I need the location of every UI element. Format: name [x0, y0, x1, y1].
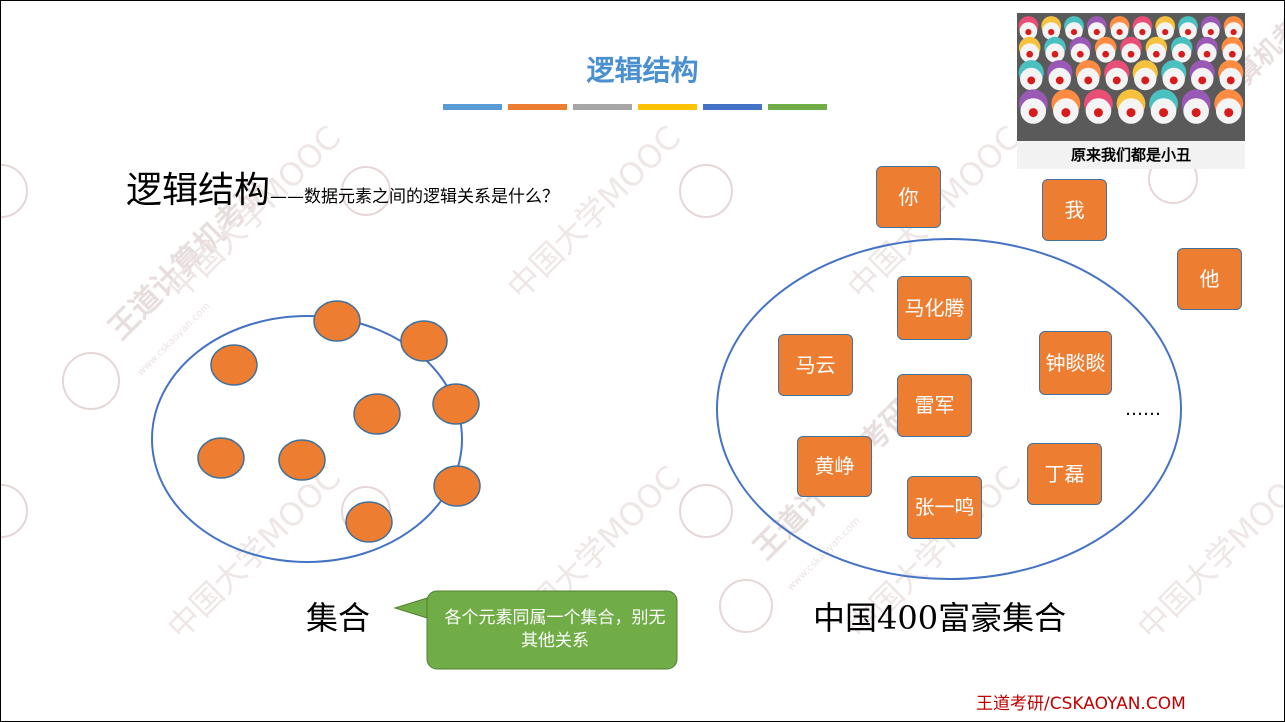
clown-nose-icon	[1076, 50, 1084, 58]
clown-nose-icon	[1178, 50, 1186, 58]
watermark-seal-icon	[679, 484, 733, 538]
person-box-outside: 我	[1042, 179, 1107, 241]
footer-brand: 王道考研/CSKAOYAN.COM	[976, 694, 1186, 714]
heading-main: 逻辑结构	[126, 170, 271, 211]
clown-nose-icon	[1025, 29, 1032, 36]
watermark-seal-icon	[719, 579, 773, 633]
person-box-outside: 他	[1177, 248, 1242, 310]
clown-nose-icon	[1093, 108, 1103, 118]
clown-nose-icon	[1224, 108, 1234, 118]
rich-set-ellipse	[716, 238, 1182, 580]
watermark-seal-icon	[1, 484, 28, 538]
clown-nose-icon	[1048, 29, 1055, 36]
clown-nose-icon	[1184, 29, 1192, 36]
clown-nose-icon	[1228, 50, 1236, 58]
set-element-dot	[210, 344, 258, 386]
clown-nose-icon	[1230, 29, 1237, 36]
accent-bar	[638, 104, 697, 110]
accent-bar	[703, 104, 762, 110]
clown-nose-icon	[1191, 108, 1201, 118]
callout-pointer	[393, 597, 428, 619]
clown-nose-icon	[1152, 50, 1160, 58]
set-element-dot	[353, 393, 401, 435]
clown-nose-icon	[1084, 76, 1093, 85]
person-name: 钟睒睒	[1045, 350, 1106, 375]
slide-title: 逻辑结构	[586, 54, 699, 87]
clown-nose-icon	[1026, 50, 1034, 58]
accent-bar	[443, 104, 502, 110]
person-box-inside: 马云	[778, 334, 853, 396]
clown-nose-icon	[1070, 29, 1078, 36]
clown-nose-icon	[1093, 29, 1100, 36]
clown-nose-icon	[1159, 108, 1169, 118]
heading-sub: ——数据元素之间的逻辑关系是什么？	[270, 187, 560, 207]
watermark-seal-icon	[679, 164, 733, 218]
person-box-inside: 雷军	[897, 374, 972, 437]
set-element-dot	[278, 439, 326, 481]
accent-bar	[768, 104, 827, 110]
watermark-seal-icon	[1, 164, 28, 218]
person-box-inside: 丁磊	[1027, 443, 1102, 505]
clown-nose-icon	[1061, 108, 1071, 118]
callout-text: 各个元素同属一个集合，别无其他关系	[444, 608, 666, 651]
clown-nose-icon	[1112, 76, 1121, 85]
watermark-seal-icon	[62, 352, 120, 410]
person-name: 马化腾	[904, 295, 965, 320]
callout-box	[426, 590, 678, 670]
clown-nose-icon	[1055, 76, 1064, 85]
set-element-dot	[432, 383, 480, 425]
clown-meme-image: 原来我们都是小丑	[1017, 13, 1245, 169]
person-box-inside: 马化腾	[897, 276, 972, 340]
clown-nose-icon	[1169, 76, 1178, 85]
person-box-inside: 钟睒睒	[1039, 331, 1112, 395]
clown-nose-icon	[1139, 29, 1146, 36]
clown-nose-icon	[1027, 76, 1036, 85]
accent-bar	[573, 104, 632, 110]
section-heading: 逻辑结构——数据元素之间的逻辑关系是什么？	[126, 161, 559, 213]
clown-nose-icon	[1051, 50, 1059, 58]
set-element-dot	[345, 501, 393, 543]
person-box-inside: 黄峥	[797, 436, 872, 497]
rich-set-label: 中国400富豪集合	[813, 599, 1067, 637]
accent-bar	[508, 104, 567, 110]
clown-nose-icon	[1207, 29, 1214, 36]
set-element-dot	[400, 320, 448, 362]
set-element-dot	[313, 300, 361, 342]
clown-nose-icon	[1162, 29, 1169, 36]
clown-nose-icon	[1127, 50, 1135, 58]
clown-nose-icon	[1198, 76, 1207, 85]
watermark-seal-icon	[341, 166, 391, 216]
clown-nose-icon	[1028, 108, 1038, 118]
set-ellipse	[151, 315, 463, 563]
clown-faces-icon	[1017, 13, 1245, 141]
person-box-inside: 张一鸣	[907, 476, 982, 539]
clown-nose-icon	[1102, 50, 1110, 58]
set-element-dot	[197, 437, 245, 479]
set-label: 集合	[306, 599, 371, 637]
clown-nose-icon	[1226, 76, 1235, 85]
person-name: 张一鸣	[914, 495, 975, 519]
clown-nose-icon	[1141, 76, 1150, 85]
set-element-dot	[433, 465, 481, 507]
clown-nose-icon	[1126, 108, 1136, 118]
clown-nose-icon	[1116, 29, 1123, 36]
person-box-outside: 你	[876, 166, 941, 228]
clown-nose-icon	[1203, 50, 1211, 58]
meme-caption: 原来我们都是小丑	[1017, 141, 1245, 169]
ellipsis-more: ……	[1125, 399, 1161, 420]
